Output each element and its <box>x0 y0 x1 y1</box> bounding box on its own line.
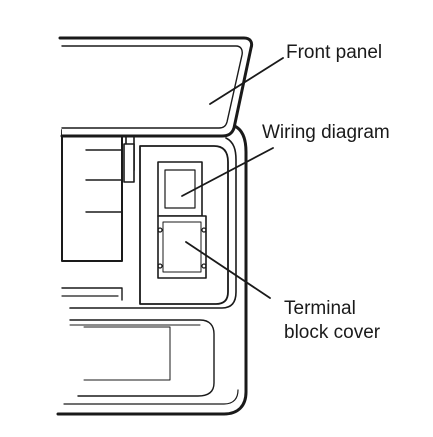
internal-plate <box>139 145 229 305</box>
terminal-block-cover <box>157 215 207 279</box>
leader-lines <box>181 57 284 299</box>
cabinet-body <box>56 123 248 416</box>
front-panel <box>58 36 254 138</box>
front-panel-label: Front panel <box>286 42 383 63</box>
leader-front-panel <box>209 57 284 105</box>
left-side-compartment <box>61 129 123 301</box>
terminal-block-cover-label-line1: Terminal <box>284 298 356 319</box>
leader-terminal-block-cover <box>185 241 271 299</box>
terminal-block-cover-label: Terminal block cover <box>284 297 380 345</box>
terminal-block-cover-label-line2: block cover <box>284 322 381 343</box>
screw-icon <box>157 263 163 269</box>
screw-icon <box>157 227 163 233</box>
leader-wiring-diagram <box>181 147 274 197</box>
screw-icon <box>201 263 207 269</box>
screw-icon <box>201 227 207 233</box>
wiring-diagram-label: Wiring diagram <box>262 122 390 143</box>
